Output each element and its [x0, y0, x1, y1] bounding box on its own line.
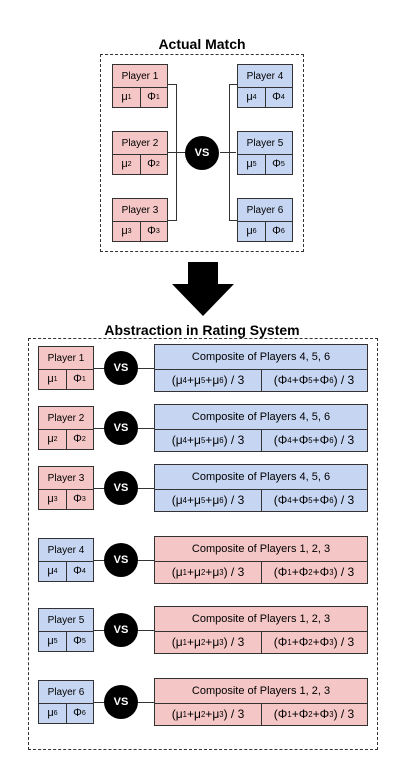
connector-line [168, 84, 176, 86]
abstraction-frame [28, 338, 378, 750]
player-name: Player 6 [238, 199, 292, 222]
connector-line [220, 152, 236, 154]
composite-title: Composite of Players 4, 5, 6 [155, 465, 367, 490]
player-name: Player 3 [113, 199, 167, 222]
connector-line [229, 84, 231, 221]
connector-line [229, 84, 237, 86]
composite-title: Composite of Players 1, 2, 3 [155, 679, 367, 704]
vs-badge: VS [104, 613, 138, 647]
connector-line [176, 84, 178, 221]
composite-title: Composite of Players 4, 5, 6 [155, 405, 367, 430]
composite-title: Composite of Players 1, 2, 3 [155, 537, 367, 562]
composite-title: Composite of Players 1, 2, 3 [155, 607, 367, 632]
player-name: Player 1 [113, 65, 167, 88]
connector-line [168, 220, 176, 222]
vs-badge: VS [104, 351, 138, 385]
actual-match-frame [100, 54, 304, 252]
player-name: Player 2 [39, 407, 93, 430]
player-name: Player 4 [238, 65, 292, 88]
vs-badge: VS [104, 685, 138, 719]
abstraction-title: Abstraction in Rating System [104, 322, 300, 338]
vs-badge: VS [104, 411, 138, 445]
player-name: Player 6 [39, 681, 93, 704]
player-name: Player 2 [113, 132, 167, 155]
vs-badge: VS [185, 136, 219, 170]
player-name: Player 3 [39, 467, 93, 490]
player-name: Player 5 [238, 132, 292, 155]
player-name: Player 4 [39, 539, 93, 562]
down-arrow-icon [172, 262, 234, 316]
connector-line [229, 220, 237, 222]
vs-badge: VS [104, 471, 138, 505]
actual-match-title: Actual Match [158, 36, 246, 52]
vs-badge: VS [104, 543, 138, 577]
composite-title: Composite of Players 4, 5, 6 [155, 345, 367, 370]
player-name: Player 1 [39, 347, 93, 370]
player-name: Player 5 [39, 609, 93, 632]
